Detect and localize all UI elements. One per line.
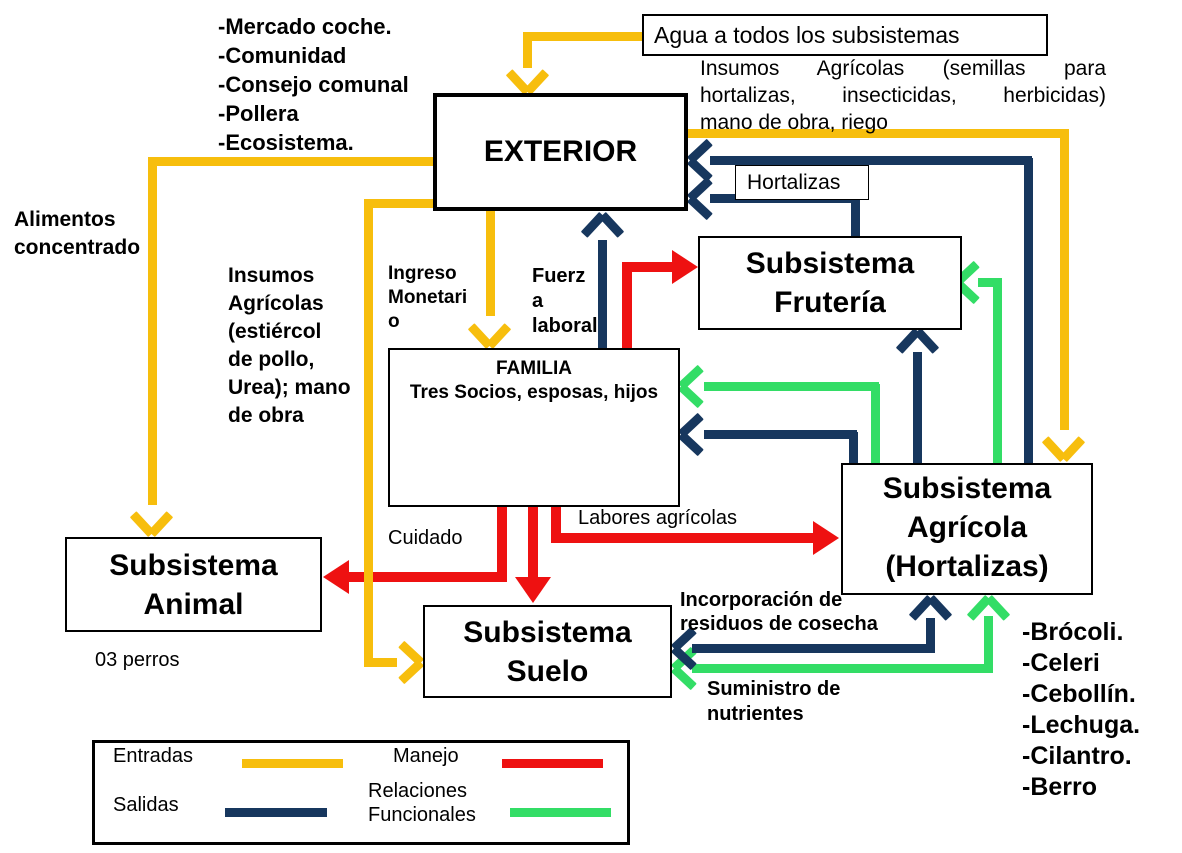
arrow-manejo-familia-agricola-h — [551, 533, 816, 543]
arrow-salidas-fruteria-exterior-v — [851, 196, 860, 237]
arrowhead-manejo-agricola — [813, 521, 839, 555]
arrow-manejo-familia-fruteria-v — [622, 262, 632, 358]
node-agua-label: Agua a todos los subsistemas — [654, 21, 960, 48]
legend-label-entradas: Entradas — [113, 745, 194, 767]
label-alimentos-concentrado: Alimentos concentrado — [14, 208, 141, 259]
node-fruteria-label: Subsistema Frutería — [745, 247, 915, 319]
node-agricola: Subsistema Agrícola (Hortalizas) — [841, 463, 1093, 595]
arrowhead-salidas-agricola — [913, 598, 947, 628]
label-labores-agricolas: Labores agrícolas — [578, 507, 737, 529]
label-insumos-estiercol: Insumos Agrícolas (estiércol de pollo, U… — [228, 264, 351, 427]
label-insumos-semillas: Insumos Agrícolas (semillas para hortali… — [700, 55, 1106, 136]
label-suministro-nutrientes: Suministro de nutrientes — [707, 678, 841, 725]
arrow-entradas-exterior-suelo-h2 — [364, 658, 397, 667]
arrowhead-relaciones-familia — [681, 369, 711, 403]
legend-swatch-entradas — [242, 759, 343, 768]
arrow-entradas-agua-exterior-v — [523, 32, 532, 68]
node-animal: Subsistema Animal — [65, 537, 322, 632]
node-exterior-label: EXTERIOR — [483, 135, 638, 168]
arrowhead-manejo-fruteria — [672, 250, 698, 284]
label-exterior-sources: -Mercado coche. -Comunidad -Consejo comu… — [218, 14, 409, 155]
arrow-salidas-agricola-fruteria — [913, 352, 922, 463]
label-cultivos-list: -Brócoli. -Celeri -Cebollín. -Lechuga. -… — [1022, 618, 1141, 801]
node-suelo: Subsistema Suelo — [423, 605, 672, 698]
arrow-manejo-familia-suelo — [528, 505, 538, 578]
node-familia: FAMILIA Tres Socios, esposas, hijos — [388, 348, 680, 507]
arrow-relaciones-suelo-agricola-h — [692, 664, 992, 673]
arrow-entradas-exterior-agricola-v — [1060, 129, 1069, 430]
arrowhead-manejo-suelo — [515, 577, 551, 603]
legend-swatch-salidas — [225, 808, 327, 817]
arrow-entradas-agua-exterior-h — [523, 32, 642, 41]
arrowhead-entradas-agricola — [1047, 429, 1081, 459]
arrowhead-entradas-familia — [473, 316, 507, 346]
arrowhead-salidas-exterior-3 — [585, 215, 619, 245]
arrow-entradas-exterior-animal-v — [148, 157, 157, 505]
arrow-manejo-familia-animal-v — [497, 505, 507, 582]
legend-label-manejo: Manejo — [393, 745, 459, 767]
legend-swatch-relaciones — [510, 808, 611, 817]
arrow-manejo-familia-agricola-v — [551, 505, 561, 543]
tag-hortalizas: Hortalizas — [735, 165, 869, 200]
legend-box — [92, 740, 630, 845]
arrowhead-relaciones-agricola — [971, 598, 1005, 628]
node-suelo-label: Subsistema Suelo — [463, 615, 632, 688]
arrow-salidas-agricola-familia-h — [704, 430, 857, 439]
node-animal-label: Subsistema Animal — [109, 548, 278, 621]
node-familia-subtitle: Tres Socios, esposas, hijos — [409, 382, 659, 403]
arrow-relaciones-agricola-fruteria-v — [993, 278, 1002, 463]
tag-hortalizas-label: Hortalizas — [747, 170, 841, 194]
arrow-entradas-exterior-animal-h — [148, 157, 433, 166]
arrow-relaciones-suelo-agricola-v — [984, 616, 993, 673]
arrow-entradas-exterior-suelo-v — [364, 199, 373, 667]
arrow-relaciones-agricola-familia-h — [704, 382, 879, 391]
arrow-manejo-familia-fruteria-h — [622, 262, 674, 272]
arrow-relaciones-agricola-familia-v — [871, 384, 880, 463]
arrow-salidas-agricola-exterior-v — [1024, 158, 1033, 463]
arrowhead-salidas-exterior-1 — [690, 143, 720, 177]
arrow-salidas-agricola-suelo-h — [692, 644, 935, 653]
arrowhead-entradas-exterior — [511, 62, 545, 92]
label-fuerza-laboral: Fuerz a laboral — [532, 265, 598, 337]
arrow-salidas-agricola-familia-v — [849, 432, 858, 463]
label-insumos-semillas-line3: mano de obra, riego — [700, 111, 888, 134]
arrow-manejo-familia-animal-h — [346, 572, 507, 582]
arrowhead-entradas-suelo — [391, 645, 421, 679]
node-agua: Agua a todos los subsistemas — [642, 14, 1048, 56]
label-cuidado: Cuidado — [388, 527, 463, 549]
arrowhead-salidas-fruteria — [900, 331, 934, 361]
label-insumos-semillas-line1: Insumos Agrícolas (semillas para — [700, 57, 1106, 80]
arrowhead-salidas-familia — [681, 417, 711, 451]
arrow-entradas-exterior-suelo-h1 — [364, 199, 434, 208]
label-03-perros: 03 perros — [95, 649, 180, 671]
arrowhead-entradas-animal — [135, 504, 169, 534]
arrowhead-salidas-exterior-2 — [690, 181, 720, 215]
node-familia-title: FAMILIA — [496, 358, 572, 379]
arrow-entradas-exterior-agricola-h — [688, 129, 1069, 138]
legend-label-relaciones: Relaciones Funcionales — [368, 780, 476, 826]
node-exterior: EXTERIOR — [433, 93, 688, 211]
arrow-relaciones-agricola-fruteria-h — [978, 278, 1000, 287]
arrowhead-manejo-animal — [323, 560, 349, 594]
legend-swatch-manejo — [502, 759, 603, 768]
arrow-salidas-familia-exterior — [598, 240, 607, 348]
arrow-salidas-agricola-exterior-h — [710, 156, 1032, 165]
arrowhead-salidas-suelo — [674, 631, 704, 665]
label-incorporacion-residuos: Incorporación de residuos de cosecha — [680, 589, 878, 635]
node-agricola-label: Subsistema Agrícola (Hortalizas) — [882, 472, 1052, 583]
arrow-salidas-agricola-suelo-v — [926, 618, 935, 653]
arrow-entradas-exterior-familia — [486, 211, 495, 316]
label-insumos-semillas-line2: hortalizas, insecticidas, herbicidas) — [700, 84, 1106, 107]
node-fruteria: Subsistema Frutería — [698, 236, 962, 330]
legend-label-salidas: Salidas — [113, 794, 179, 816]
label-ingreso-monetario: Ingreso Monetari o — [388, 263, 468, 332]
